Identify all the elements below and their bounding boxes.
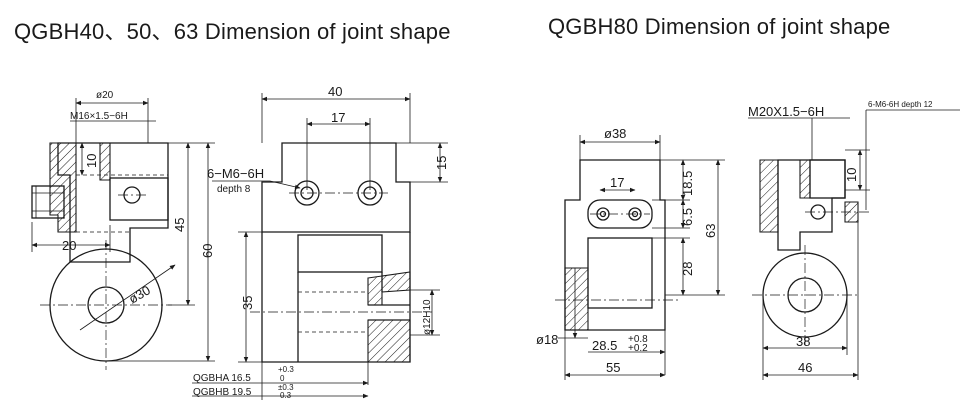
- dim-28-5-tol-lower: +0.2: [628, 343, 648, 354]
- callout-hole-m6-depth12: 6-M6-6H depth 12: [868, 100, 933, 109]
- dim-55: 55: [606, 360, 620, 375]
- dim-45: 45: [172, 218, 187, 232]
- dim-46: 46: [798, 360, 812, 375]
- callout-depth-8: depth 8: [217, 184, 251, 195]
- dim-qgbha-tol-upper: +0.3: [278, 365, 294, 374]
- left-side-view: ø20 M16×1.5−6H 10 20 ø30: [31, 90, 215, 370]
- dim-28: 28: [680, 262, 695, 276]
- dim-63: 63: [703, 224, 718, 238]
- dim-dia20: ø20: [96, 90, 114, 101]
- dim-40: 40: [328, 84, 342, 99]
- dim-dia12h10: ø12H10: [422, 299, 433, 335]
- callout-hole-m6: 6−M6−6H: [207, 166, 264, 181]
- dim-38: 38: [796, 334, 810, 349]
- dim-qgbhb-tol-upper: ±0.3: [278, 383, 294, 392]
- dim-28-5: 28.5: [592, 338, 617, 353]
- dim-dia30: ø30: [126, 282, 153, 306]
- dim-35: 35: [240, 296, 255, 310]
- dim-thread-m16: M16×1.5−6H: [70, 111, 128, 122]
- dim-17: 17: [331, 110, 345, 125]
- right-side-view: M20X1.5−6H 6-M6-6H depth 12 10 38 46: [748, 100, 960, 380]
- right-front-view: ø38 17 18.5 6.5 28 63 ø18: [536, 126, 725, 380]
- dim-10: 10: [84, 154, 99, 168]
- dim-18-5: 18.5: [680, 171, 695, 196]
- dim-qgbhb-tol-lower: 0.3: [280, 391, 292, 400]
- dim-6-5: 6.5: [680, 208, 695, 226]
- dim-dia18: ø18: [536, 332, 558, 347]
- dim-thread-m20: M20X1.5−6H: [748, 104, 824, 119]
- dim-dia38: ø38: [604, 126, 626, 141]
- dim-qgbha: QGBHA 16.5: [193, 373, 251, 384]
- dim-20: 20: [62, 238, 76, 253]
- dim-10-right: 10: [844, 168, 859, 182]
- dim-qgbhb: QGBHB 19.5: [193, 387, 252, 398]
- dim-qgbha-tol-lower: 0: [280, 374, 285, 383]
- left-front-view: 40 17 15 6−M6−6H depth 8: [192, 84, 449, 400]
- dim-60: 60: [200, 244, 215, 258]
- left-figure-title: QGBH40、50、63 Dimension of joint shape: [14, 19, 451, 44]
- dim-17-right: 17: [610, 175, 624, 190]
- right-figure-title: QGBH80 Dimension of joint shape: [548, 14, 891, 39]
- dim-15: 15: [434, 156, 449, 170]
- dim-28-5-tol-upper: +0.8: [628, 334, 648, 345]
